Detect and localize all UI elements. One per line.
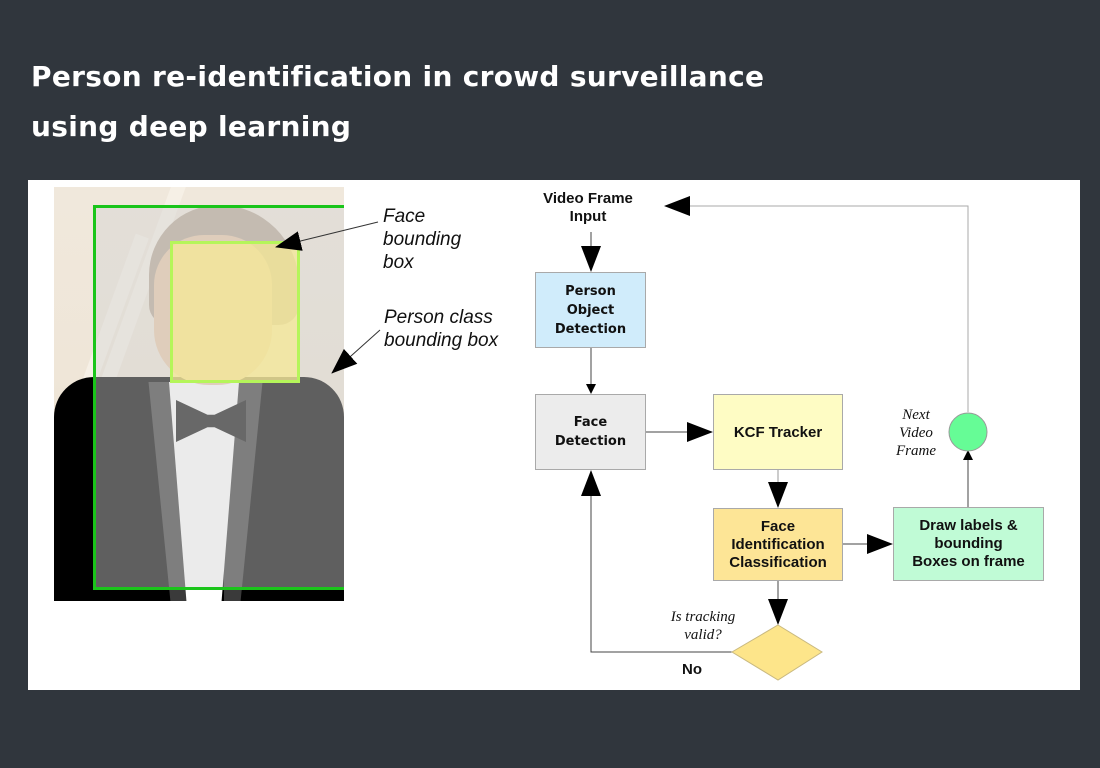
input-label-line: Video Frame	[543, 190, 633, 207]
tracking-valid-decision	[731, 624, 823, 681]
next-frame-line: Next	[902, 407, 930, 423]
node-label-line: Detection	[554, 434, 627, 449]
node-label-line: Detection	[554, 321, 627, 337]
figure-panel: Face bounding box Person class bounding …	[28, 180, 1080, 690]
node-label-line: Draw labels &	[919, 517, 1018, 534]
face-bounding-box	[170, 241, 300, 383]
arrow-decision-no-to-face-detection	[581, 470, 732, 653]
face-box-pointer-arrow	[275, 221, 379, 251]
node-label-line: Identification	[731, 535, 825, 553]
node-label-line: Person	[565, 283, 616, 299]
tracking-valid-question: Is tracking valid?	[658, 608, 748, 644]
person-box-pointer-arrow	[331, 329, 381, 374]
node-person-object-detection: Person Object Detection	[535, 272, 646, 348]
connector-layer	[275, 196, 988, 681]
next-frame-line: Video	[899, 425, 933, 441]
arrow-loop-to-input	[664, 196, 969, 412]
node-label-line: Face	[760, 517, 796, 535]
node-label-line: bounding	[934, 535, 1003, 552]
face-label-line: box	[383, 252, 414, 273]
decision-no-label: No	[682, 661, 702, 678]
node-label-line: KCF Tracker	[733, 423, 823, 441]
next-frame-connector	[948, 412, 988, 452]
face-label-line: Face	[383, 206, 426, 227]
question-line: valid?	[684, 627, 722, 643]
slide-title-line-2: using deep learning	[31, 110, 352, 143]
node-face-detection: Face Detection	[535, 394, 646, 470]
node-label-line: Object	[566, 302, 615, 318]
node-label-line: Face	[573, 415, 608, 430]
slide-title-line-1: Person re-identification in crowd survei…	[31, 60, 765, 93]
node-face-identification: Face Identification Classification	[713, 508, 843, 581]
person-label-line: bounding box	[384, 330, 499, 351]
next-video-frame-label: Next Video Frame	[886, 406, 946, 460]
next-frame-line: Frame	[896, 443, 936, 459]
video-frame-input-label: Video Frame Input	[533, 190, 643, 226]
face-bounding-box-label: Face bounding box	[383, 205, 503, 274]
person-label-line: Person class	[384, 307, 493, 328]
node-label-line: Classification	[729, 553, 827, 571]
slide-title: Person re-identification in crowd survei…	[31, 52, 931, 152]
input-label-line: Input	[569, 208, 607, 225]
node-draw-labels: Draw labels & bounding Boxes on frame	[893, 507, 1044, 581]
person-bounding-box-label: Person class bounding box	[384, 306, 524, 352]
node-label-line: Boxes on frame	[912, 553, 1025, 570]
person-photo	[54, 187, 344, 601]
node-kcf-tracker: KCF Tracker	[713, 394, 843, 470]
question-line: Is tracking	[670, 609, 736, 625]
face-label-line: bounding	[383, 229, 462, 250]
